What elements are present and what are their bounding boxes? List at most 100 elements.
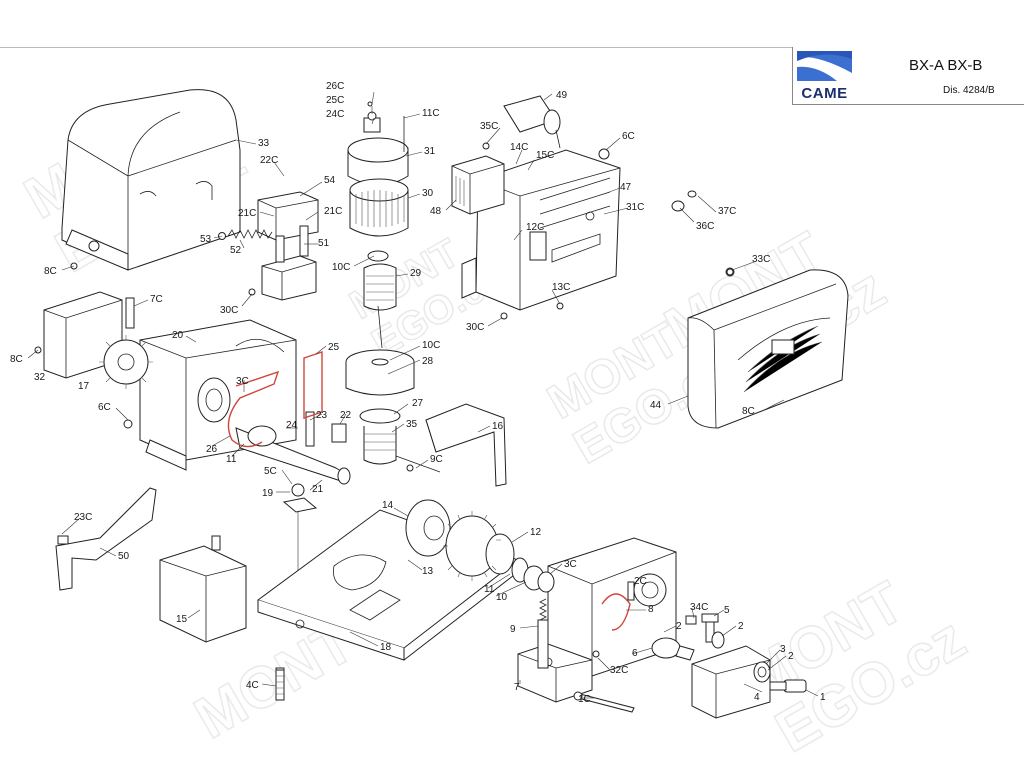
lock-cover-4 bbox=[691, 645, 771, 719]
model-name: BX-A BX-B bbox=[909, 57, 983, 74]
callout-11-b: 11 bbox=[484, 584, 495, 595]
callout-10c-a: 10C bbox=[332, 262, 350, 273]
callout-6: 6 bbox=[632, 648, 638, 659]
callout-31: 31 bbox=[424, 146, 436, 157]
callout-2c: 2C bbox=[634, 576, 647, 587]
callout-1: 1 bbox=[820, 692, 826, 703]
callout-52: 52 bbox=[230, 245, 242, 256]
callout-30: 30 bbox=[422, 188, 434, 199]
callout-22c: 22C bbox=[260, 155, 278, 166]
top-rule bbox=[0, 47, 792, 48]
callout-37c: 37C bbox=[718, 206, 736, 217]
pin-part-2c bbox=[627, 581, 635, 601]
leader-lines bbox=[27, 91, 819, 699]
callout-11c: 11C bbox=[422, 108, 440, 119]
callout-1c: 1C bbox=[578, 694, 591, 705]
callout-35c: 35C bbox=[480, 121, 498, 132]
cover-part-15 bbox=[159, 535, 247, 643]
callout-54: 54 bbox=[324, 175, 336, 186]
release-lever-50 bbox=[55, 487, 157, 591]
callout-48: 48 bbox=[430, 206, 442, 217]
worm-part-27 bbox=[359, 408, 441, 473]
block-part-22 bbox=[331, 423, 347, 443]
callout-4c: 4C bbox=[246, 680, 259, 691]
callout-6c-left: 6C bbox=[98, 402, 111, 413]
callout-2-c: 2 bbox=[788, 651, 794, 662]
callout-4: 4 bbox=[754, 692, 760, 703]
callout-33c: 33C bbox=[752, 254, 770, 265]
key-part-1 bbox=[769, 679, 807, 693]
lower-housing-7 bbox=[517, 537, 677, 703]
housing-cover-44 bbox=[687, 268, 849, 429]
lever-part-5 bbox=[701, 613, 725, 649]
brand-name: CAME bbox=[801, 85, 848, 102]
callout-30c-a: 30C bbox=[220, 305, 238, 316]
callout-28: 28 bbox=[422, 356, 434, 367]
callout-8: 8 bbox=[648, 604, 654, 615]
callout-14: 14 bbox=[382, 500, 394, 511]
gear-part-14 bbox=[405, 499, 451, 557]
control-board-47 bbox=[461, 149, 621, 311]
callout-24: 24 bbox=[286, 420, 298, 431]
callout-21: 21 bbox=[312, 484, 324, 495]
callout-23c: 23C bbox=[74, 512, 92, 523]
drawing-number: Dis. 4284/B bbox=[943, 85, 995, 96]
callout-17: 17 bbox=[78, 381, 90, 392]
came-logo bbox=[797, 51, 852, 99]
bushing-part-3c bbox=[537, 571, 555, 593]
callout-25: 25 bbox=[328, 342, 340, 353]
callout-34c: 34C bbox=[690, 602, 708, 613]
callout-18: 18 bbox=[380, 642, 392, 653]
callout-23: 23 bbox=[316, 410, 328, 421]
knob-part-6 bbox=[651, 637, 695, 661]
callout-8c-left: 8C bbox=[10, 354, 23, 365]
screw-part-32c bbox=[592, 650, 600, 658]
callout-35: 35 bbox=[406, 419, 418, 430]
screw-part-34c bbox=[685, 615, 697, 625]
callout-11-a: 11 bbox=[226, 454, 237, 465]
callout-26c: 26C bbox=[326, 81, 344, 92]
callout-25c: 25C bbox=[326, 95, 344, 106]
callout-32: 32 bbox=[34, 372, 46, 383]
callout-13c: 13C bbox=[552, 282, 570, 293]
spring-part-26 bbox=[227, 370, 280, 448]
callout-31c: 31C bbox=[626, 202, 644, 213]
callout-20: 20 bbox=[172, 330, 184, 341]
callout-8c-top: 8C bbox=[44, 266, 57, 277]
callout-10: 10 bbox=[496, 592, 508, 603]
bracket-part-16 bbox=[425, 403, 507, 487]
output-shaft-21 bbox=[235, 411, 351, 485]
transformer-part-48 bbox=[451, 155, 505, 215]
callout-14c: 14C bbox=[510, 142, 528, 153]
callout-3: 3 bbox=[780, 644, 786, 655]
callout-12: 12 bbox=[530, 527, 542, 538]
callout-9: 9 bbox=[510, 624, 516, 635]
fan-part-28 bbox=[345, 349, 415, 396]
callout-2-a: 2 bbox=[676, 621, 682, 632]
motor-rotor bbox=[363, 250, 397, 349]
cover-part-33 bbox=[61, 89, 241, 271]
capacitor-part-49 bbox=[503, 95, 561, 149]
callout-51: 51 bbox=[318, 238, 330, 249]
gear-part-12 bbox=[443, 511, 515, 581]
callout-7: 7 bbox=[514, 682, 520, 693]
callout-3c-a: 3C bbox=[236, 376, 249, 387]
lock-cylinder-3 bbox=[753, 661, 771, 683]
motor-stator bbox=[347, 116, 409, 237]
callout-47: 47 bbox=[620, 182, 632, 193]
callout-33: 33 bbox=[258, 138, 270, 149]
title-block: CAME BX-A BX-B Dis. 4284/B bbox=[792, 47, 1024, 105]
callout-9c: 9C bbox=[430, 454, 443, 465]
callout-12c: 12C bbox=[526, 222, 544, 233]
callout-5c: 5C bbox=[264, 466, 277, 477]
callout-49: 49 bbox=[556, 90, 568, 101]
callout-26: 26 bbox=[206, 444, 218, 455]
callout-15: 15 bbox=[176, 614, 188, 625]
callout-labels: 26C 25C 24C 11C 49 35C 14C 15C 6C 31 33 … bbox=[10, 81, 826, 705]
callout-24c: 24C bbox=[326, 109, 344, 120]
callout-13: 13 bbox=[422, 566, 434, 577]
callout-21c-b: 21C bbox=[324, 206, 342, 217]
callout-22: 22 bbox=[340, 410, 352, 421]
ring-part-37c bbox=[687, 190, 697, 198]
